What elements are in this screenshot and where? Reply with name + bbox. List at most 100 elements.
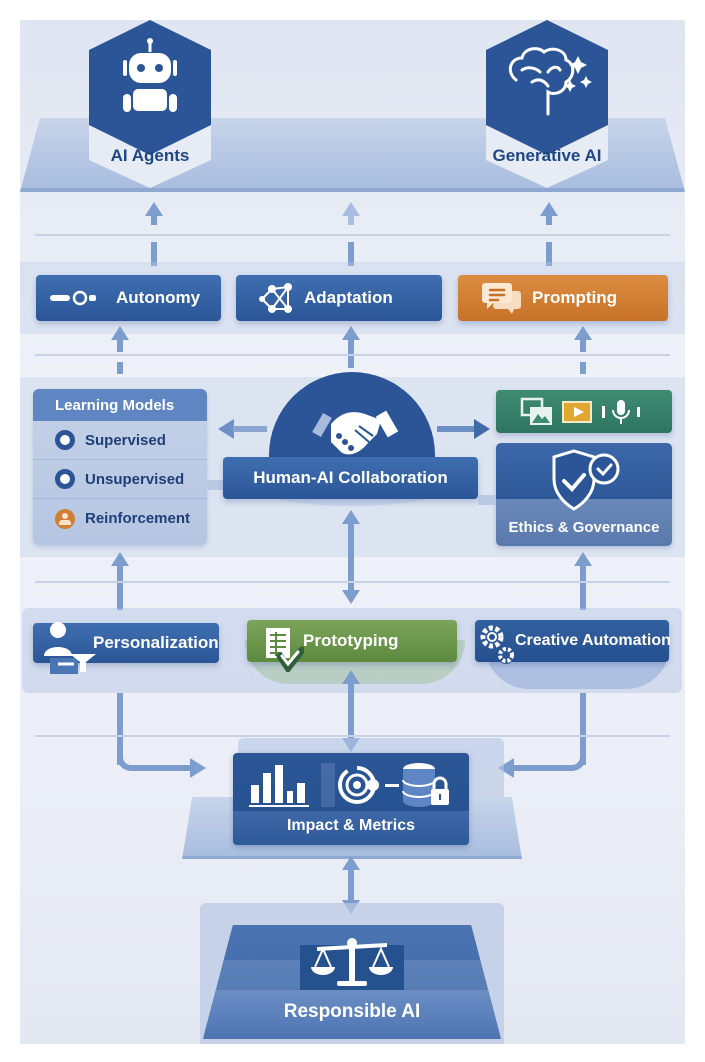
arrow-left-elbow-head [190,758,206,778]
learning-model-supervised[interactable]: Supervised [33,421,207,460]
arrow-left-elbow-corner [117,745,143,771]
dash-right-1 [546,242,552,266]
impact-metrics-card[interactable]: Impact & Metrics [233,753,469,845]
gears-icon [480,625,515,664]
divider-line-4 [35,735,670,737]
arrow-right-elbow-vertical [580,693,586,765]
connector-collab-ethics [478,495,496,505]
arrow-left-shaft [233,426,267,432]
brain-sparkle-icon [508,47,575,116]
arrow-right-elbow-horizontal [514,765,562,771]
arrow-up-learning-shaft [117,565,123,610]
ethics-governance-card[interactable]: Ethics & Governance [496,443,672,546]
connector-learning-collab [207,480,237,490]
impact-separator [321,763,335,807]
learning-model-reinforcement[interactable]: Reinforcement [33,499,207,538]
arrow-foundation-shaft [348,868,354,904]
unsupervised-label: Unsupervised [85,470,185,488]
shield-check-icon [552,449,620,511]
ethics-label: Ethics & Governance [508,519,660,536]
arrow-up-prompting-shaft [580,338,586,352]
target-icon [338,766,379,804]
dash-center-1 [348,242,354,266]
supervised-label: Supervised [85,431,166,449]
microphone-icon [612,399,630,424]
adaptation-button[interactable]: Adaptation [236,275,442,321]
ethics-card-bottom [496,499,672,546]
handshake-icon [312,410,399,455]
responsible-ai-base[interactable]: Responsible AI [203,925,501,1039]
user-filter-icon [44,622,96,674]
media-modalities-strip[interactable] [496,390,672,433]
arrow-left-head [218,419,234,439]
prompting-label: Prompting [532,288,617,307]
robot-icon [123,38,177,112]
drop-ring-icon [55,469,75,489]
arrow-impact-shaft [348,682,354,742]
arrow-up-autonomy-head [111,326,129,340]
database-lock-icon [402,763,449,807]
arrow-foundation-up-head [342,856,360,870]
arrow-left-elbow-horizontal [140,765,192,771]
arrow-up-adaptation-shaft [348,338,354,368]
responsible-ai-label: Responsible AI [283,1001,421,1022]
responsible-ai-tier-bottom [203,990,501,1039]
prompting-button[interactable]: Prompting [458,275,668,321]
arrow-up-left-head [145,202,163,216]
arrow-impact-up-head [342,670,360,684]
sparkles-icon [564,56,592,92]
arrow-up-adaptation-head [342,326,360,340]
human-ai-collaboration-button[interactable]: Human-AI Collaboration [223,457,478,499]
arrow-up-right-shaft [546,215,552,225]
arrow-up-center-shaft [348,215,354,225]
audio-bar-icon [602,405,605,418]
arrow-up-learning-head [111,552,129,566]
arrow-up-prompting-head [574,326,592,340]
personalization-button[interactable]: Personalization [33,623,219,663]
arrow-up-center-head [342,202,360,216]
chat-bubbles-icon [482,283,521,314]
dash-left-1 [151,242,157,266]
arrow-right-shaft [437,426,475,432]
divider-line-2 [35,354,670,356]
arrow-hub-shaft [348,522,354,592]
autonomy-label: Autonomy [116,288,201,307]
generative-ai-hex-shape [486,20,608,188]
arrow-left-elbow-vertical [117,693,123,765]
image-gallery-icon [520,397,552,425]
diagram-canvas: AI Agents Generative AI [20,20,685,1044]
reinforcement-label: Reinforcement [85,510,191,527]
divider-line-3 [35,581,670,583]
scales-icon [311,938,393,986]
arrow-up-left-shaft [151,215,157,225]
slider-toggle-icon [50,290,96,306]
dash-left-2 [117,362,123,374]
arrow-hub-up-head [342,510,360,524]
ring-icon [55,430,75,450]
impact-card-bottom [233,811,469,845]
creative-automation-label: Creative Automation [515,632,671,649]
learning-models-title: Learning Models [33,389,207,421]
divider-line-1 [35,234,670,236]
autonomy-button[interactable]: Autonomy [36,275,221,321]
generative-ai-node[interactable]: Generative AI [486,20,608,188]
adaptation-label: Adaptation [304,288,393,307]
arrow-up-autonomy-shaft [117,338,123,352]
ai-agents-hex-shape [89,20,211,188]
bar-chart-icon [249,765,309,807]
dash-right-2 [580,362,586,374]
prototyping-label: Prototyping [303,631,399,650]
collaboration-label: Human-AI Collaboration [253,468,448,487]
personalization-label: Personalization [93,633,219,652]
arrow-right-elbow-corner [560,745,586,771]
generative-ai-label: Generative AI [492,146,602,165]
impact-label: Impact & Metrics [286,817,416,834]
document-check-icon [266,628,304,672]
audio-wave-icon [637,406,640,417]
learning-model-unsupervised[interactable]: Unsupervised [33,460,207,499]
network-nodes-icon [259,283,292,313]
arrow-hub-down-head [342,590,360,604]
user-circle-icon [55,508,75,529]
video-play-icon [562,400,592,423]
ai-agents-node[interactable]: AI Agents [89,20,211,188]
